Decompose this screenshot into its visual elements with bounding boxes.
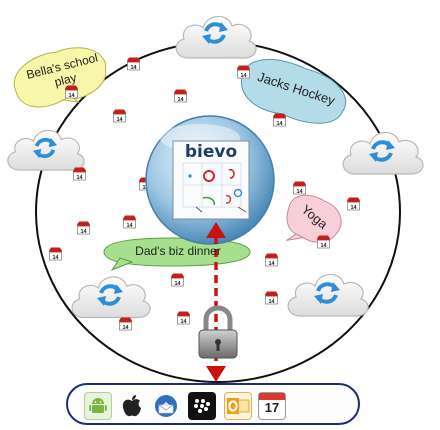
cloud-top — [175, 15, 257, 59]
bievo-hub — [145, 115, 275, 245]
calendar-icon — [65, 85, 78, 100]
cloud-right — [342, 131, 424, 175]
calendar-icon — [177, 311, 190, 326]
calendar-icon — [273, 113, 286, 128]
bievo-logo: bievo — [184, 142, 238, 162]
thunderbird-icon[interactable] — [152, 392, 180, 420]
calendar-icon — [293, 181, 306, 196]
calendar-icon — [265, 291, 278, 306]
cloud-bottom-right — [287, 273, 369, 317]
ical-date: 17 — [264, 400, 280, 415]
calendar-icon — [119, 317, 132, 332]
calendar-icon — [174, 89, 187, 104]
yoga-bubble — [286, 194, 342, 243]
calendar-icon — [265, 253, 278, 268]
calendar-icon — [49, 247, 62, 262]
jacks-bubble — [240, 58, 347, 124]
calendar-icon — [347, 197, 360, 212]
calendar-icon — [123, 215, 136, 230]
android-icon[interactable] — [84, 392, 112, 420]
calendar-icon — [237, 65, 250, 80]
outlook-icon[interactable] — [224, 392, 252, 420]
calendar-icon — [77, 221, 90, 236]
lock-icon — [198, 305, 238, 359]
calendar-icon — [171, 273, 184, 288]
apple-icon[interactable] — [118, 392, 146, 420]
calendar-icon — [73, 167, 86, 182]
cloud-left — [7, 129, 85, 171]
bella-bubble — [13, 47, 107, 108]
event-dad-label: Dad's biz dinner — [135, 244, 221, 258]
calendar-icon — [113, 109, 126, 124]
cloud-bottom-left — [71, 276, 151, 319]
calendar-icon — [317, 235, 330, 250]
platform-dock: 17 — [66, 383, 360, 425]
dad-bubble — [103, 237, 251, 272]
ical-icon[interactable]: 17 — [258, 392, 286, 420]
google-icon[interactable] — [294, 392, 322, 420]
calendar-icon — [127, 57, 140, 72]
blackberry-icon[interactable] — [188, 392, 216, 420]
